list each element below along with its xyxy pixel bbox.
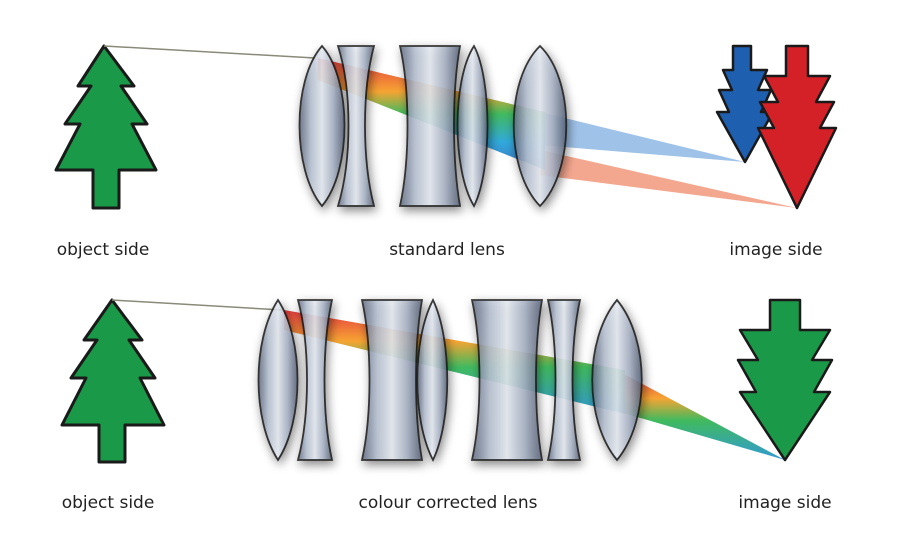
lens-element (546, 299, 582, 461)
bottom-image-side-label: image side (738, 493, 832, 513)
corrected-focus-beam (620, 372, 785, 460)
standard-lens-label: standard lens (389, 240, 505, 260)
green-image-arrow-icon (736, 298, 834, 462)
lens-element (257, 298, 299, 462)
bottom-row (60, 297, 834, 464)
bottom-object-side-label: object side (61, 493, 155, 513)
blue-focus-beam (540, 112, 745, 162)
top-image-side-label: image side (729, 240, 823, 260)
lens-element (456, 44, 489, 208)
incoming-ray (103, 45, 316, 59)
lens-element (470, 299, 544, 461)
lens-element (416, 297, 449, 463)
lens-element (296, 299, 334, 461)
red-focus-beam (540, 150, 797, 208)
standard-lens-group (298, 44, 568, 208)
top-object-side-label: object side (56, 240, 150, 260)
lens-element (591, 298, 643, 462)
colour-corrected-lens-group (257, 297, 643, 463)
lens-element (298, 44, 346, 208)
colour-corrected-lens-label: colour corrected lens (358, 493, 538, 513)
lens-element (336, 45, 376, 207)
top-row (54, 44, 838, 210)
lens-element (360, 299, 424, 461)
lens-element (398, 45, 462, 207)
blue-image-arrow-icon (715, 44, 775, 164)
object-tree-icon (54, 44, 158, 210)
object-tree-icon (60, 298, 166, 464)
lens-element (512, 44, 568, 208)
incoming-ray (111, 299, 283, 311)
red-image-arrow-icon (756, 44, 838, 210)
